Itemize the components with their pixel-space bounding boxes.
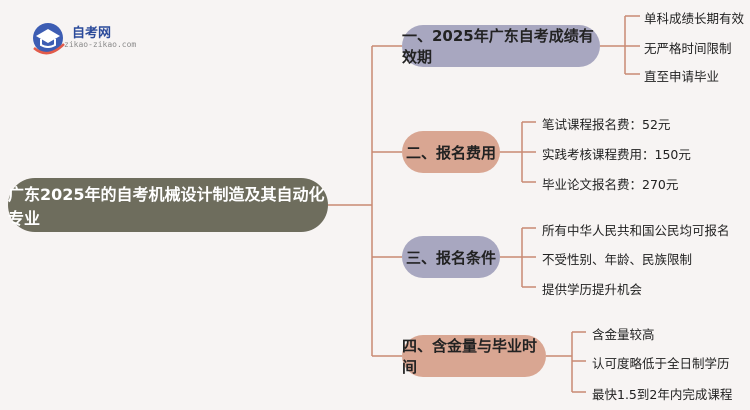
leaf-validity-3: 直至申请毕业 [644,69,720,84]
branch-validity: 一、2025年广东自考成绩有效期 [402,25,600,67]
logo-domain: zikao-zikao.com [64,40,137,49]
branch-value-graduation: 四、含金量与毕业时间 [402,335,546,377]
root-node: 广东2025年的自考机械设计制造及其自动化专业 [8,178,328,232]
leaf-value-recognition: 认可度略低于全日制学历 [592,356,730,371]
logo-title: 自考网 [72,26,112,41]
leaf-fee-written: 笔试课程报名费：52元 [542,117,671,132]
leaf-graduation-time: 最快1.5到2年内完成课程 [592,387,733,402]
leaf-fee-practical: 实践考核课程费用：150元 [542,147,691,162]
leaf-req-no-limits: 不受性别、年龄、民族限制 [542,252,693,267]
branch-fees: 二、报名费用 [402,131,500,173]
leaf-validity-2: 无严格时间限制 [644,41,732,56]
leaf-req-citizens: 所有中华人民共和国公民均可报名 [542,223,730,238]
leaf-fee-thesis: 毕业论文报名费：270元 [542,177,679,192]
leaf-req-opportunity: 提供学历提升机会 [542,282,643,297]
branch-requirements: 三、报名条件 [402,236,500,278]
logo-mark [33,23,65,55]
leaf-validity-1: 单科成绩长期有效 [644,11,745,26]
leaf-value-high: 含金量较高 [592,327,655,342]
